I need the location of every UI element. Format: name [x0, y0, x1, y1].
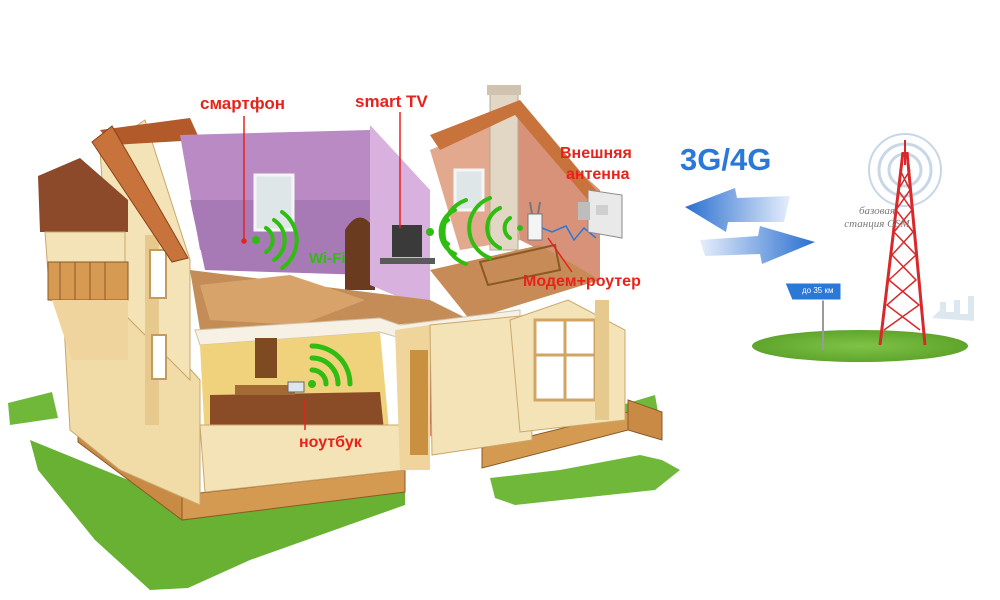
- road-sign-icon: [784, 282, 842, 350]
- label-base-station: базовая станция GSM: [842, 205, 912, 231]
- label-base-station-line2: станция GSM: [844, 218, 910, 230]
- base-station-ground: [752, 296, 974, 362]
- modem-router: [527, 201, 543, 241]
- arrow-left-icon: [685, 188, 790, 232]
- pointer-lines: [241, 112, 573, 430]
- label-modem-router: Модем+роутер: [523, 273, 641, 290]
- label-smartphone: смартфон: [200, 94, 286, 113]
- label-road-sign: до 35 км: [802, 286, 834, 295]
- wifi-waves-icon: [252, 196, 523, 388]
- label-3g-4g: 3G/4G: [680, 142, 772, 177]
- cell-tower-icon: [878, 140, 927, 346]
- label-wifi: Wi-Fi: [309, 250, 346, 267]
- label-laptop: ноутбук: [299, 434, 362, 451]
- antenna-cable: [541, 225, 597, 242]
- arrow-right-icon: [700, 226, 815, 264]
- label-external-antenna-line2: антенна: [566, 166, 630, 183]
- label-smart-tv: smart TV: [355, 92, 428, 111]
- antenna-icon: [578, 189, 623, 239]
- label-external-antenna-line1: Внешняя: [560, 145, 632, 162]
- label-base-station-line1: базовая: [859, 205, 895, 217]
